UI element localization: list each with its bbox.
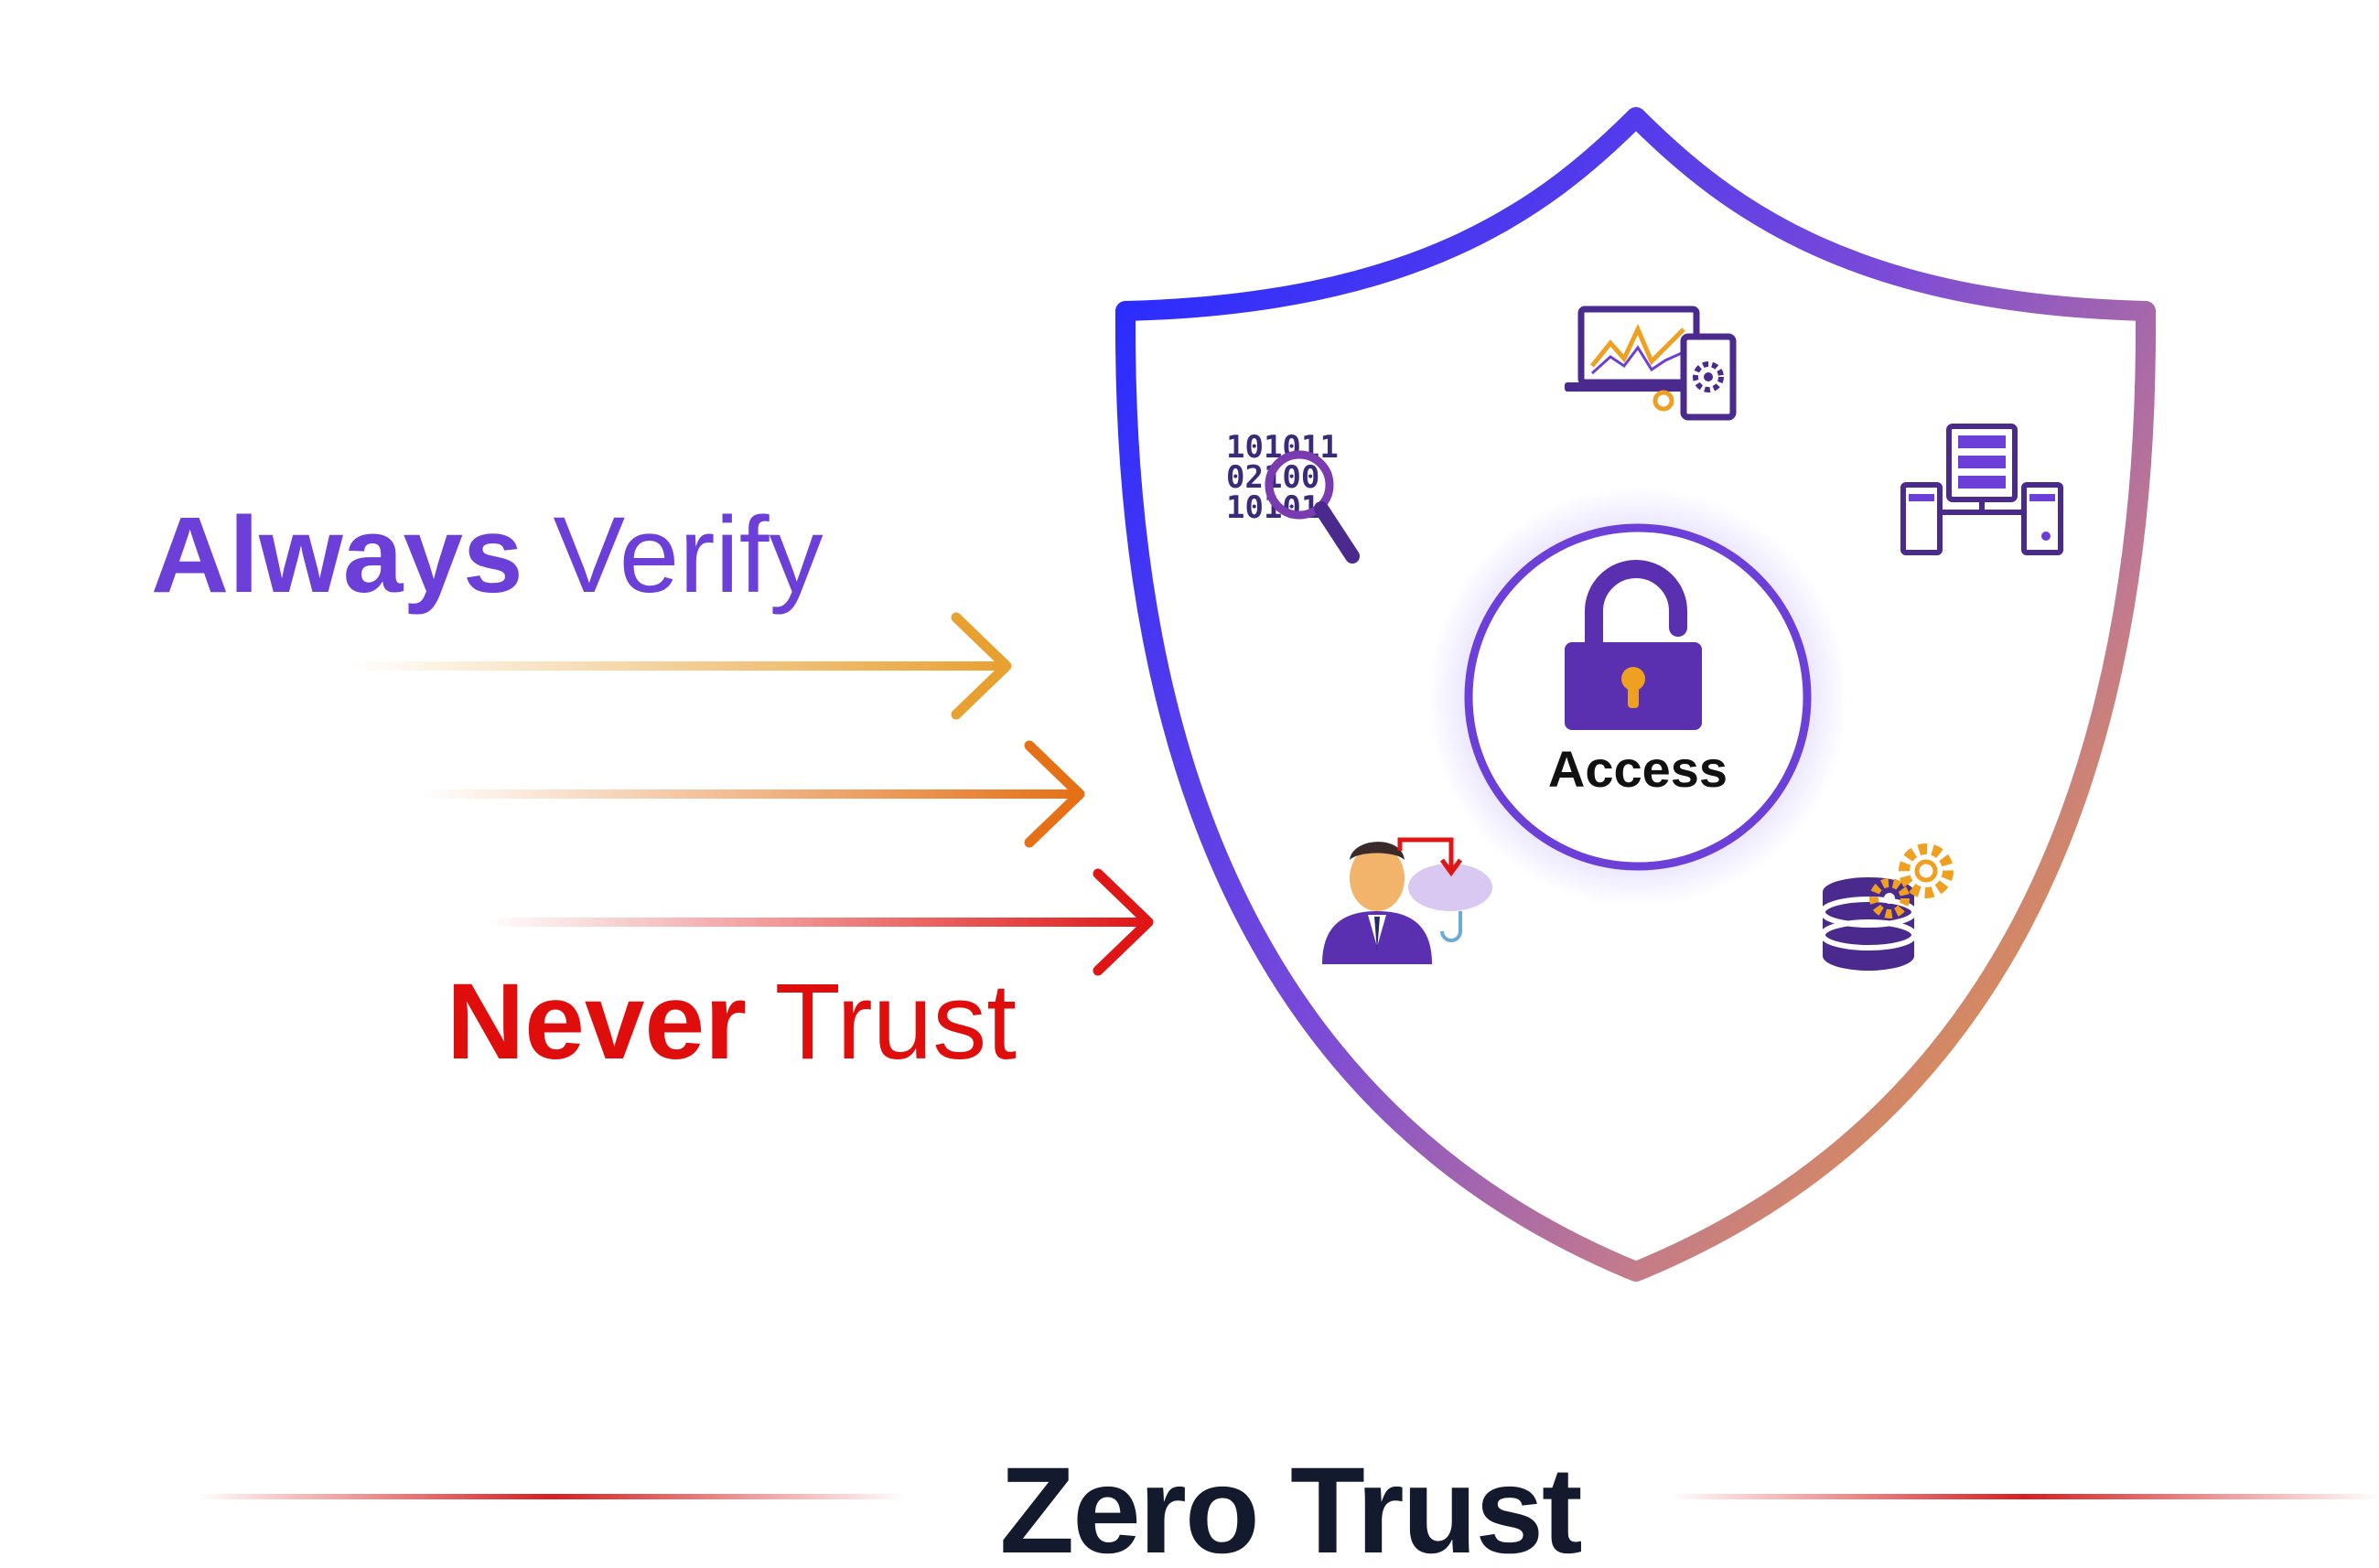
access-badge xyxy=(1427,487,1848,908)
arrows xyxy=(343,612,1154,976)
always-verify-bold: Always xyxy=(151,495,523,616)
user-cloud-transfer-icon xyxy=(1322,837,1492,964)
always-verify-heading: Always Verify xyxy=(151,501,824,609)
open-padlock-icon xyxy=(1565,560,1702,730)
always-verify-regular: Verify xyxy=(553,495,824,616)
arrow-bottom xyxy=(480,868,1154,976)
arrow-top xyxy=(343,612,1012,720)
server-network-icon xyxy=(1900,424,2063,555)
binary-search-icon: 101011 02100 10101 xyxy=(1226,429,1360,564)
database-gears-icon xyxy=(1820,843,1954,971)
never-trust-heading: Never Trust xyxy=(447,968,1017,1076)
access-label: Access xyxy=(1547,740,1728,798)
page-title: Zero Trust xyxy=(999,1443,1582,1568)
analytics-devices-icon xyxy=(1565,306,1737,421)
never-trust-bold: Never xyxy=(447,961,748,1082)
arrow-middle xyxy=(416,740,1085,848)
never-trust-regular: Trust xyxy=(774,961,1017,1082)
